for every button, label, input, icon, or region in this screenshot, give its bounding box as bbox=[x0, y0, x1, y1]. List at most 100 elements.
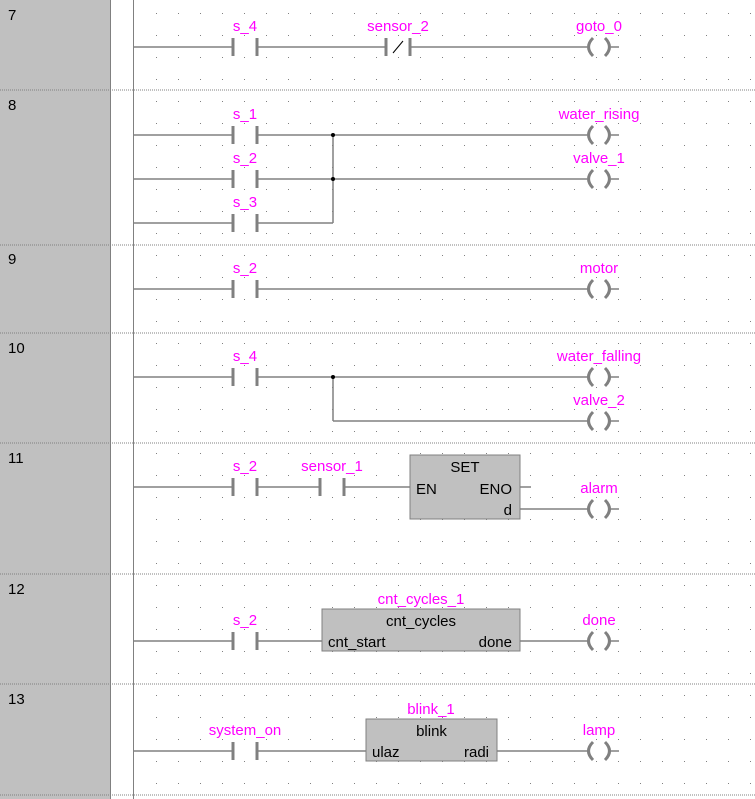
n9-contact-s2-label[interactable]: s_2 bbox=[233, 260, 257, 277]
n10-coil-valve2[interactable] bbox=[579, 410, 619, 432]
grid-dot bbox=[288, 563, 289, 564]
n10-contact-s4-label[interactable]: s_4 bbox=[233, 348, 257, 365]
n9-coil-motor[interactable] bbox=[579, 278, 619, 300]
grid-dot bbox=[310, 651, 311, 652]
n7-contact-s4[interactable] bbox=[231, 38, 259, 56]
n12-contact-s2[interactable] bbox=[231, 632, 259, 650]
grid-dot bbox=[750, 387, 751, 388]
n8-contact-s1-label[interactable]: s_1 bbox=[233, 106, 257, 123]
grid-dot bbox=[244, 409, 245, 410]
network-number-13[interactable]: 13 bbox=[8, 691, 25, 708]
grid-dot bbox=[266, 783, 267, 784]
n7-coil-goto0-label[interactable]: goto_0 bbox=[576, 18, 622, 35]
grid-dot bbox=[442, 431, 443, 432]
grid-dot bbox=[750, 299, 751, 300]
grid-dot bbox=[266, 343, 267, 344]
n10-coil-valve2-label[interactable]: valve_2 bbox=[573, 392, 625, 409]
grid-dot bbox=[288, 211, 289, 212]
grid-dot bbox=[750, 739, 751, 740]
n7-contact-s4-label[interactable]: s_4 bbox=[233, 18, 257, 35]
n7-contact-sensor2[interactable] bbox=[384, 38, 412, 56]
grid-dot bbox=[376, 695, 377, 696]
n10-coil-water-falling[interactable] bbox=[579, 366, 619, 388]
grid-dot bbox=[508, 79, 509, 80]
n8-coil-valve1[interactable] bbox=[579, 168, 619, 190]
n8-contact-s2-label[interactable]: s_2 bbox=[233, 150, 257, 167]
grid-dot bbox=[750, 695, 751, 696]
grid-dot bbox=[508, 35, 509, 36]
network-number-11[interactable]: 11 bbox=[8, 450, 24, 467]
network-number-10[interactable]: 10 bbox=[8, 340, 25, 357]
grid-dot bbox=[442, 717, 443, 718]
grid-dot bbox=[200, 629, 201, 630]
grid-dot bbox=[706, 101, 707, 102]
grid-dot bbox=[640, 739, 641, 740]
grid-dot bbox=[464, 255, 465, 256]
n11-coil-alarm[interactable] bbox=[579, 498, 619, 520]
grid-dot bbox=[508, 541, 509, 542]
n11-contact-sensor1[interactable] bbox=[318, 478, 346, 496]
grid-dot bbox=[266, 453, 267, 454]
n10-contact-s4[interactable] bbox=[231, 368, 259, 386]
n13-contact-system-on-label[interactable]: system_on bbox=[209, 722, 282, 739]
grid-dot bbox=[728, 277, 729, 278]
grid-dot bbox=[728, 35, 729, 36]
grid-dot bbox=[310, 739, 311, 740]
grid-dot bbox=[376, 79, 377, 80]
n9-coil-motor-label[interactable]: motor bbox=[580, 260, 618, 277]
n8-contact-s3[interactable] bbox=[231, 214, 259, 232]
n7-contact-sensor2-label[interactable]: sensor_2 bbox=[367, 18, 429, 35]
grid-dot bbox=[288, 409, 289, 410]
grid-dot bbox=[530, 343, 531, 344]
n11-contact-sensor1-label[interactable]: sensor_1 bbox=[301, 458, 363, 475]
grid-dot bbox=[266, 761, 267, 762]
grid-dot bbox=[552, 739, 553, 740]
grid-dot bbox=[266, 695, 267, 696]
n8-contact-s2[interactable] bbox=[231, 170, 259, 188]
n11-contact-s2-label[interactable]: s_2 bbox=[233, 458, 257, 475]
n10-coil-water-falling-label[interactable]: water_falling bbox=[556, 348, 641, 365]
n8-contact-s3-label[interactable]: s_3 bbox=[233, 194, 257, 211]
network-number-8[interactable]: 8 bbox=[8, 97, 17, 114]
n7-coil-goto0[interactable] bbox=[579, 36, 619, 58]
n11-contact-s2[interactable] bbox=[231, 478, 259, 496]
grid-dot bbox=[728, 387, 729, 388]
grid-dot bbox=[618, 541, 619, 542]
grid-dot bbox=[684, 453, 685, 454]
grid-dot bbox=[200, 519, 201, 520]
grid-dot bbox=[552, 695, 553, 696]
grid-dot bbox=[706, 585, 707, 586]
n13-coil-lamp-label[interactable]: lamp bbox=[583, 722, 616, 739]
grid-dot bbox=[486, 233, 487, 234]
network-number-12[interactable]: 12 bbox=[8, 581, 25, 598]
n12-coil-done-label[interactable]: done bbox=[582, 612, 615, 629]
grid-dot bbox=[640, 321, 641, 322]
grid-dot bbox=[178, 35, 179, 36]
n8-coil-water-rising-label[interactable]: water_rising bbox=[558, 106, 640, 123]
n12-cnt-cycles-block[interactable] bbox=[321, 608, 521, 652]
network-number-9[interactable]: 9 bbox=[8, 251, 17, 268]
n11-set-block[interactable] bbox=[409, 454, 521, 520]
n9-contact-s2[interactable] bbox=[231, 280, 259, 298]
n8-coil-water-rising[interactable] bbox=[579, 124, 619, 146]
n13-contact-system-on[interactable] bbox=[231, 742, 259, 760]
n12-instance-label[interactable]: cnt_cycles_1 bbox=[378, 591, 465, 608]
n11-coil-alarm-label[interactable]: alarm bbox=[580, 480, 618, 497]
n12-contact-s2-label[interactable]: s_2 bbox=[233, 612, 257, 629]
grid-dot bbox=[244, 255, 245, 256]
n12-coil-done[interactable] bbox=[579, 630, 619, 652]
n13-coil-lamp[interactable] bbox=[579, 740, 619, 762]
grid-dot bbox=[420, 167, 421, 168]
n13-instance-label[interactable]: blink_1 bbox=[407, 701, 455, 718]
grid-dot bbox=[552, 475, 553, 476]
grid-dot bbox=[684, 145, 685, 146]
n13-blink-block[interactable] bbox=[365, 718, 498, 762]
grid-dot bbox=[706, 211, 707, 212]
n8-coil-valve1-label[interactable]: valve_1 bbox=[573, 150, 625, 167]
grid-dot bbox=[486, 365, 487, 366]
grid-dot bbox=[376, 167, 377, 168]
grid-dot bbox=[574, 277, 575, 278]
grid-dot bbox=[376, 563, 377, 564]
network-number-7[interactable]: 7 bbox=[8, 7, 17, 24]
n8-contact-s1[interactable] bbox=[231, 126, 259, 144]
